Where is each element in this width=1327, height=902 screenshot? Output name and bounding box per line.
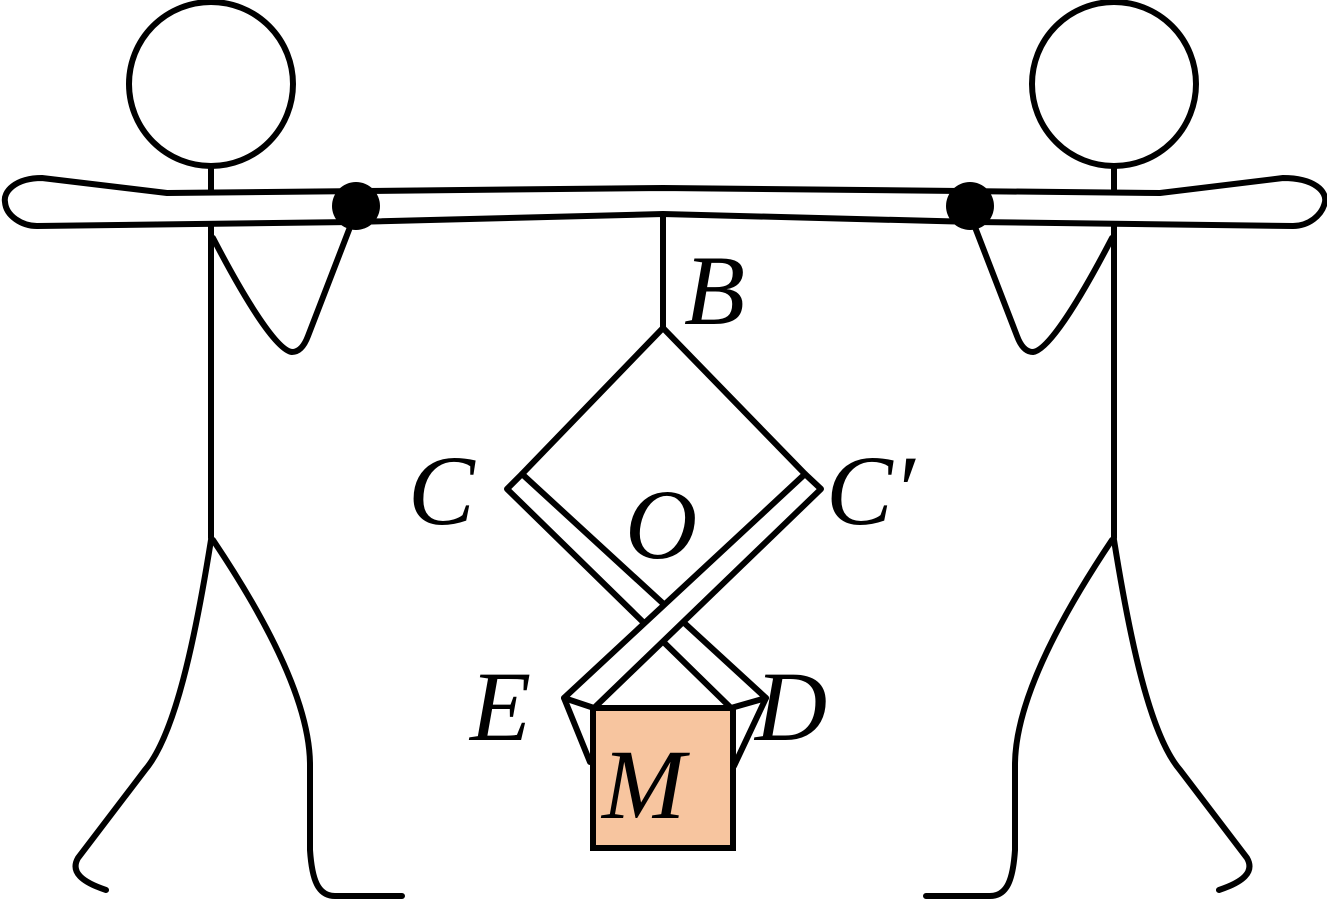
mass-block xyxy=(590,705,736,851)
right-person-head xyxy=(1029,0,1199,169)
label-d: D xyxy=(753,651,827,762)
upper-linkage xyxy=(519,325,808,477)
left-person xyxy=(72,0,405,899)
label-o: O xyxy=(625,469,697,580)
left-person-back-leg xyxy=(72,537,214,893)
left-person-head xyxy=(126,0,296,169)
right-person-back-leg xyxy=(1111,537,1253,893)
right-person-forearm xyxy=(970,219,1115,355)
left-hand-dot xyxy=(332,182,380,230)
right-hand-dot xyxy=(946,182,994,230)
label-b: B xyxy=(684,235,745,346)
tong-tip-d xyxy=(731,695,769,769)
label-c: C xyxy=(408,435,476,546)
left-person-forearm xyxy=(210,219,355,355)
label-c-prime: C′ xyxy=(826,435,917,546)
left-person-front-leg xyxy=(210,537,405,899)
tong-tip-e xyxy=(561,695,593,765)
right-person xyxy=(923,0,1253,899)
right-person-front-leg xyxy=(923,537,1115,899)
label-m: M xyxy=(600,729,690,840)
label-e: E xyxy=(468,651,531,762)
